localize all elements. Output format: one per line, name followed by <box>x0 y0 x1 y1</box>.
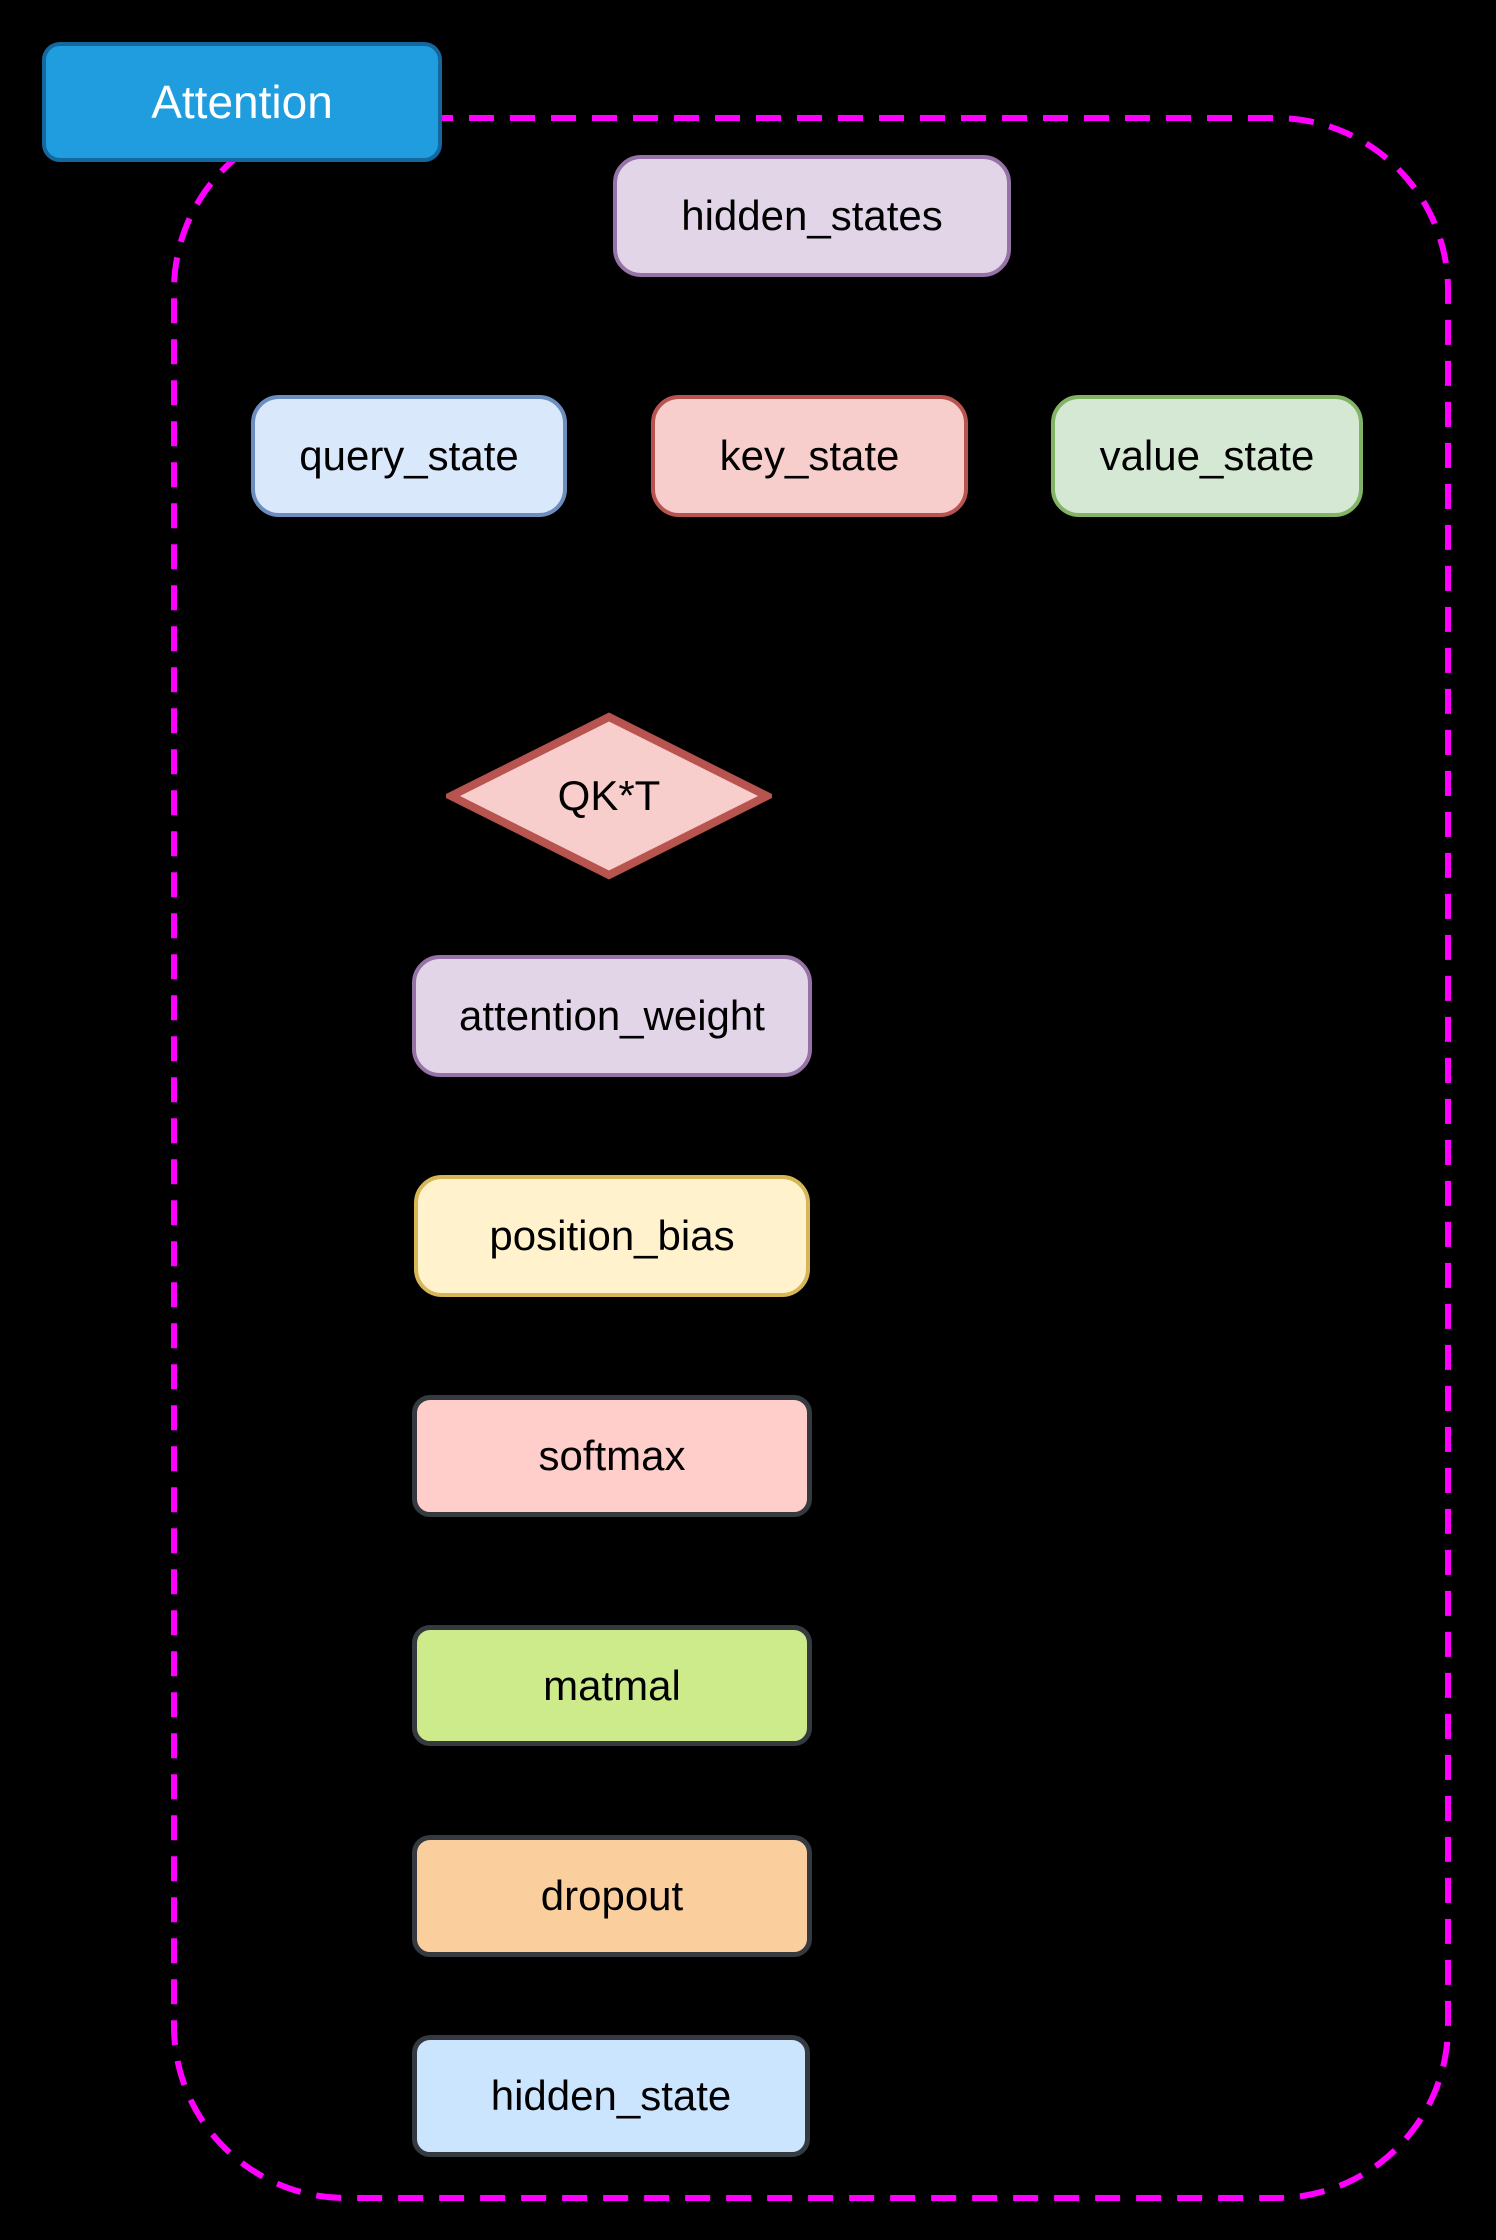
node-dropout: dropout <box>412 1835 812 1957</box>
node-softmax-label: softmax <box>538 1432 686 1479</box>
attention-title-node: Attention <box>42 42 442 162</box>
qkt-diamond-shape <box>446 712 772 880</box>
node-value-state: value_state <box>1051 395 1363 517</box>
node-hidden-state: hidden_state <box>412 2035 810 2157</box>
node-hidden-state-label: hidden_state <box>490 2072 732 2119</box>
node-attention-weight: attention_weight <box>412 955 812 1077</box>
node-dropout-label: dropout <box>540 1872 684 1919</box>
node-qkt-label: QK*T <box>557 772 661 819</box>
node-query-state-label: query_state <box>299 432 519 479</box>
node-position-bias-label: position_bias <box>489 1212 735 1259</box>
node-attention-weight-label: attention_weight <box>459 992 765 1039</box>
node-key-state-label: key_state <box>719 432 900 479</box>
node-hidden-states: hidden_states <box>613 155 1011 277</box>
attention-title-label: Attention <box>151 76 333 128</box>
node-matmal-label: matmal <box>543 1661 681 1709</box>
node-hidden-states-label: hidden_states <box>681 192 943 239</box>
node-matmal: matmal <box>412 1625 812 1746</box>
node-value-state-label: value_state <box>1099 432 1315 479</box>
node-qkt-diamond: QK*T <box>446 712 772 880</box>
attention-group-dashed-border <box>171 115 1451 2201</box>
node-position-bias: position_bias <box>414 1175 810 1297</box>
node-softmax: softmax <box>412 1395 812 1517</box>
node-key-state: key_state <box>651 395 968 517</box>
node-query-state: query_state <box>251 395 567 517</box>
